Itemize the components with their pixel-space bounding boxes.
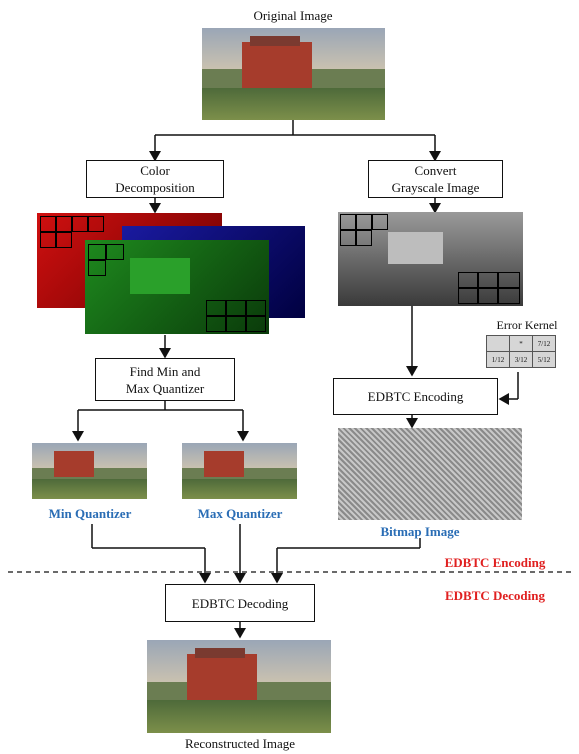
block-grid-cell: [226, 300, 246, 316]
kernel-cell: [486, 335, 510, 352]
block-grid-cell: [206, 300, 226, 316]
green-channel-image: [85, 240, 269, 334]
block-grid-cell: [88, 260, 106, 276]
block-grid-cell: [226, 316, 246, 332]
find-min-max-box: Find Min and Max Quantizer: [95, 358, 235, 401]
block-grid-cell: [356, 230, 372, 246]
convert-line1: Convert: [414, 163, 457, 178]
block-grid-cell: [356, 214, 372, 230]
block-grid-cell: [88, 216, 104, 232]
block-grid-cell: [498, 272, 520, 288]
convert-line2: Grayscale Image: [391, 180, 480, 195]
kernel-cell: *: [509, 335, 533, 352]
edbtc-decoding-box-label: EDBTC Decoding: [191, 595, 289, 611]
color-decomposition-line1: Color: [140, 163, 170, 178]
max-quantizer-label: Max Quantizer: [197, 506, 283, 521]
block-grid-cell: [372, 214, 388, 230]
error-kernel-table: * 7/12 1/12 3/12 5/12: [486, 335, 556, 368]
edbtc-decoding-box: EDBTC Decoding: [165, 584, 315, 622]
find-min-max-line2: Max Quantizer: [125, 380, 205, 396]
block-grid-cell: [340, 230, 356, 246]
edbtc-encoding-box: EDBTC Encoding: [333, 378, 498, 415]
kernel-cell: 5/12: [532, 351, 556, 368]
convert-grayscale-box: Convert Grayscale Image: [368, 160, 503, 198]
edbtc-encoding-box-label: EDBTC Encoding: [367, 389, 464, 404]
error-kernel-label: Error Kernel: [496, 318, 558, 332]
kernel-cell: 3/12: [509, 351, 533, 368]
block-grid-cell: [56, 216, 72, 232]
block-grid-cell: [40, 216, 56, 232]
block-grid-cell: [340, 214, 356, 230]
color-decomposition-line2: Decomposition: [115, 180, 195, 195]
block-grid-cell: [206, 316, 226, 332]
block-grid-cell: [72, 216, 88, 232]
original-image-label: Original Image: [253, 8, 333, 23]
kernel-cell: 7/12: [532, 335, 556, 352]
block-grid-cell: [498, 288, 520, 304]
block-grid-cell: [106, 244, 124, 260]
color-decomposition-box: Color Decomposition: [86, 160, 224, 198]
block-grid-cell: [246, 300, 266, 316]
block-grid-cell: [458, 272, 478, 288]
reconstructed-image-label: Reconstructed Image: [184, 736, 296, 751]
block-grid-cell: [478, 272, 498, 288]
bitmap-image: [338, 428, 522, 520]
bitmap-image-label: Bitmap Image: [380, 524, 460, 539]
grayscale-image: [338, 212, 523, 306]
block-grid-cell: [458, 288, 478, 304]
block-grid-cell: [478, 288, 498, 304]
block-grid-cell: [56, 232, 72, 248]
min-quantizer-label: Min Quantizer: [48, 506, 132, 521]
decoding-section-label: EDBTC Decoding: [444, 588, 546, 603]
kernel-cell: 1/12: [486, 351, 510, 368]
min-quantizer-image: [32, 443, 147, 499]
block-grid-cell: [88, 244, 106, 260]
reconstructed-image: [147, 640, 331, 733]
find-min-max-line1: Find Min and: [129, 363, 201, 379]
encoding-section-label: EDBTC Encoding: [444, 555, 546, 570]
block-grid-cell: [246, 316, 266, 332]
max-quantizer-image: [182, 443, 297, 499]
original-image: [202, 28, 385, 120]
block-grid-cell: [40, 232, 56, 248]
